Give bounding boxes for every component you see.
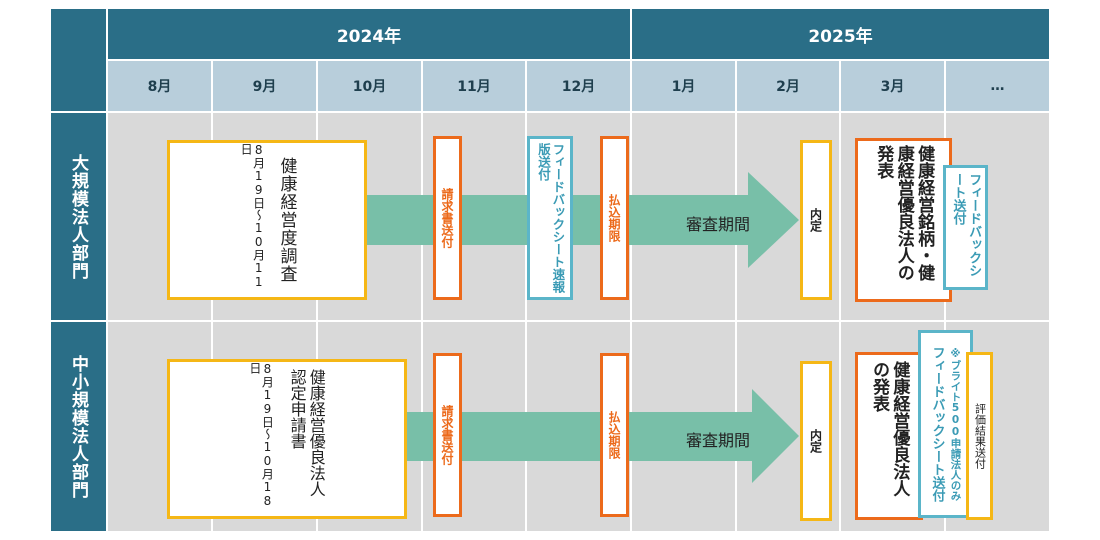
- invoice-box-small: 請求書送付: [433, 353, 462, 517]
- survey-box-large: 8月19日〜10月11日 健康経営度調査: [167, 140, 367, 300]
- feedback-box-small: フィードバックシート送付 ※ブライト500申請法人のみ: [918, 330, 973, 518]
- deadline-box-small: 払込期限: [600, 353, 629, 517]
- review-period-label-large: 審査期間: [686, 215, 751, 234]
- corner-header: [51, 9, 106, 111]
- arrow-large: [350, 172, 799, 268]
- month-header: 12月: [527, 61, 630, 111]
- feedback-box-large: フィードバックシート送付: [943, 165, 988, 290]
- survey-box-small: 8月19日〜10月18日 健康経営優良法人認定申請書: [167, 359, 407, 519]
- deadline-box-large: 払込期限: [600, 136, 629, 300]
- decision-box-small: 内定: [800, 361, 832, 521]
- month-header: 3月: [841, 61, 944, 111]
- review-period-label-small: 審査期間: [686, 431, 751, 450]
- row-header-large: 大規模法人部門: [51, 113, 106, 320]
- row-header-small: 中小規模法人部門: [51, 322, 106, 531]
- arrow-small: [390, 389, 799, 483]
- invoice-box-large: 請求書送付: [433, 136, 462, 300]
- survey-dates: 8月19日〜10月11日: [239, 143, 266, 289]
- announce-box-small: 健康経営優良法人の発表: [855, 352, 923, 520]
- month-header: 10月: [318, 61, 421, 111]
- result-box-small: 評価結果送付: [966, 352, 993, 520]
- month-header: 8月: [108, 61, 211, 111]
- survey-title: 健康経営度調査: [276, 157, 297, 283]
- year-header-2024: 2024年: [108, 9, 630, 59]
- decision-box-large: 内定: [800, 140, 832, 300]
- month-header: 1月: [632, 61, 735, 111]
- survey-dates: 8月19日〜10月18日: [247, 362, 275, 508]
- year-header-2025: 2025年: [632, 9, 1049, 59]
- month-header: …: [946, 61, 1049, 111]
- announce-box-large: 健康経営銘柄・健康経営優良法人の発表: [855, 138, 952, 302]
- survey-title: 健康経営優良法人認定申請書: [287, 369, 326, 497]
- month-header: 9月: [213, 61, 316, 111]
- feedback-quick-box: フィードバックシート速報版送付: [527, 136, 573, 300]
- month-header: 11月: [423, 61, 525, 111]
- month-header: 2月: [737, 61, 839, 111]
